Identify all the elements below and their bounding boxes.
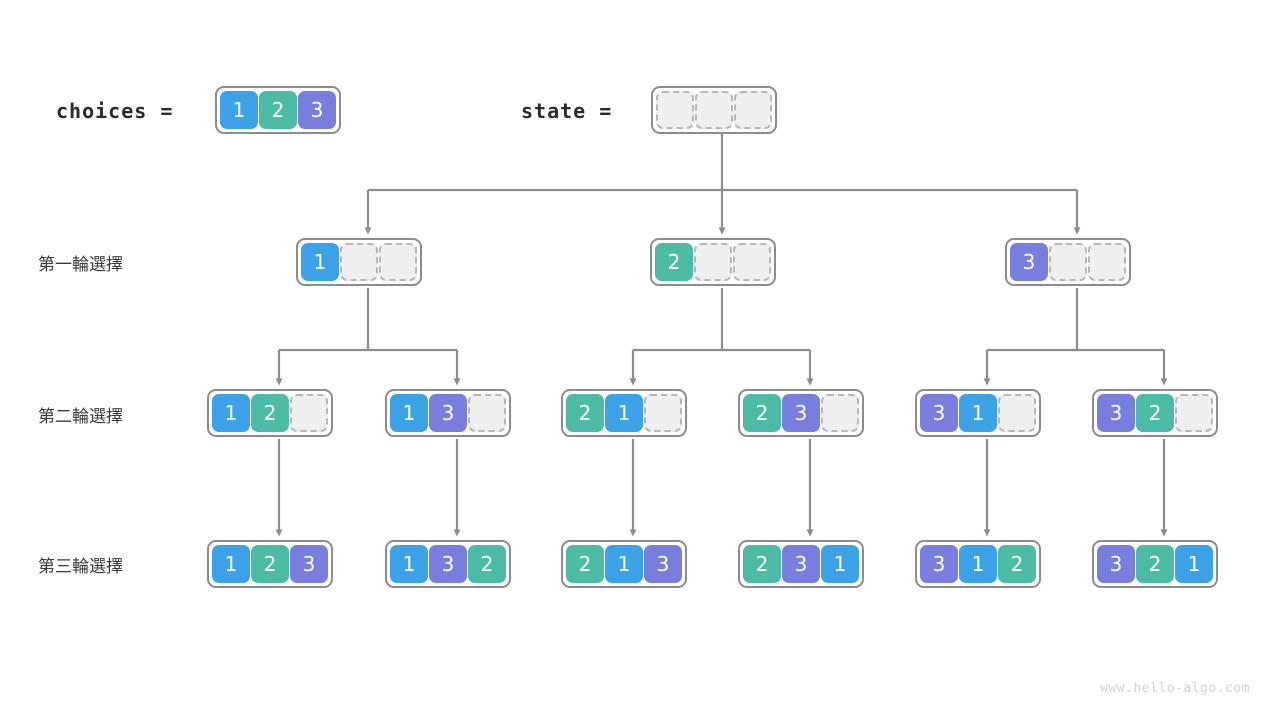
array-cell-empty bbox=[644, 394, 682, 432]
tree-node-round1: 1 bbox=[296, 238, 422, 286]
array-cell-empty bbox=[656, 91, 694, 129]
row-label-round-3: 第三輪選擇 bbox=[38, 557, 123, 577]
tree-node-round2: 2 3 bbox=[738, 389, 864, 437]
array-cell: 2 bbox=[743, 394, 781, 432]
choices-label: choices = bbox=[56, 99, 174, 123]
array-cell: 1 bbox=[390, 545, 428, 583]
row-label-round-2: 第二輪選擇 bbox=[38, 407, 123, 427]
array-cell: 3 bbox=[298, 91, 336, 129]
tree-node-round3: 1 2 3 bbox=[207, 540, 333, 588]
tree-node-round2: 1 3 bbox=[385, 389, 511, 437]
array-cell-empty bbox=[695, 91, 733, 129]
array-cell: 2 bbox=[998, 545, 1036, 583]
tree-node-round1: 2 bbox=[650, 238, 776, 286]
tree-node-round3: 1 3 2 bbox=[385, 540, 511, 588]
tree-node-round2: 3 2 bbox=[1092, 389, 1218, 437]
tree-node-round3: 2 3 1 bbox=[738, 540, 864, 588]
array-cell: 1 bbox=[390, 394, 428, 432]
array-cell: 3 bbox=[782, 394, 820, 432]
choices-node: 1 2 3 bbox=[215, 86, 341, 134]
array-cell-empty bbox=[1088, 243, 1126, 281]
array-cell: 2 bbox=[655, 243, 693, 281]
array-cell-empty bbox=[468, 394, 506, 432]
array-cell: 1 bbox=[212, 394, 250, 432]
array-cell-empty bbox=[379, 243, 417, 281]
array-cell-empty bbox=[694, 243, 732, 281]
array-cell-empty bbox=[733, 243, 771, 281]
array-cell-empty bbox=[1049, 243, 1087, 281]
array-cell: 1 bbox=[605, 394, 643, 432]
array-cell: 2 bbox=[251, 545, 289, 583]
array-cell: 3 bbox=[290, 545, 328, 583]
tree-node-round1: 3 bbox=[1005, 238, 1131, 286]
array-cell: 2 bbox=[259, 91, 297, 129]
array-cell-empty bbox=[1175, 394, 1213, 432]
array-cell: 2 bbox=[468, 545, 506, 583]
array-cell: 2 bbox=[743, 545, 781, 583]
row-label-round-1: 第一輪選擇 bbox=[38, 255, 123, 275]
state-label: state = bbox=[521, 99, 613, 123]
array-cell: 1 bbox=[1175, 545, 1213, 583]
array-cell: 3 bbox=[1097, 394, 1135, 432]
tree-node-round2: 1 2 bbox=[207, 389, 333, 437]
array-cell: 1 bbox=[821, 545, 859, 583]
array-cell: 1 bbox=[605, 545, 643, 583]
site-watermark: www.hello-algo.com bbox=[1100, 681, 1250, 696]
array-cell: 1 bbox=[301, 243, 339, 281]
tree-node-round3: 3 2 1 bbox=[1092, 540, 1218, 588]
array-cell-empty bbox=[290, 394, 328, 432]
array-cell: 3 bbox=[1097, 545, 1135, 583]
array-cell: 3 bbox=[429, 394, 467, 432]
array-cell: 2 bbox=[566, 545, 604, 583]
array-cell: 3 bbox=[429, 545, 467, 583]
tree-node-round3: 2 1 3 bbox=[561, 540, 687, 588]
array-cell: 1 bbox=[959, 545, 997, 583]
array-cell: 1 bbox=[212, 545, 250, 583]
state-node bbox=[651, 86, 777, 134]
array-cell: 2 bbox=[251, 394, 289, 432]
array-cell: 3 bbox=[644, 545, 682, 583]
array-cell: 2 bbox=[566, 394, 604, 432]
array-cell: 3 bbox=[920, 545, 958, 583]
array-cell-empty bbox=[340, 243, 378, 281]
array-cell: 2 bbox=[1136, 545, 1174, 583]
array-cell-empty bbox=[734, 91, 772, 129]
array-cell: 2 bbox=[1136, 394, 1174, 432]
tree-node-round2: 3 1 bbox=[915, 389, 1041, 437]
array-cell-empty bbox=[821, 394, 859, 432]
tree-node-round2: 2 1 bbox=[561, 389, 687, 437]
array-cell: 3 bbox=[782, 545, 820, 583]
array-cell: 1 bbox=[959, 394, 997, 432]
array-cell-empty bbox=[998, 394, 1036, 432]
array-cell: 3 bbox=[1010, 243, 1048, 281]
tree-node-round3: 3 1 2 bbox=[915, 540, 1041, 588]
array-cell: 3 bbox=[920, 394, 958, 432]
array-cell: 1 bbox=[220, 91, 258, 129]
